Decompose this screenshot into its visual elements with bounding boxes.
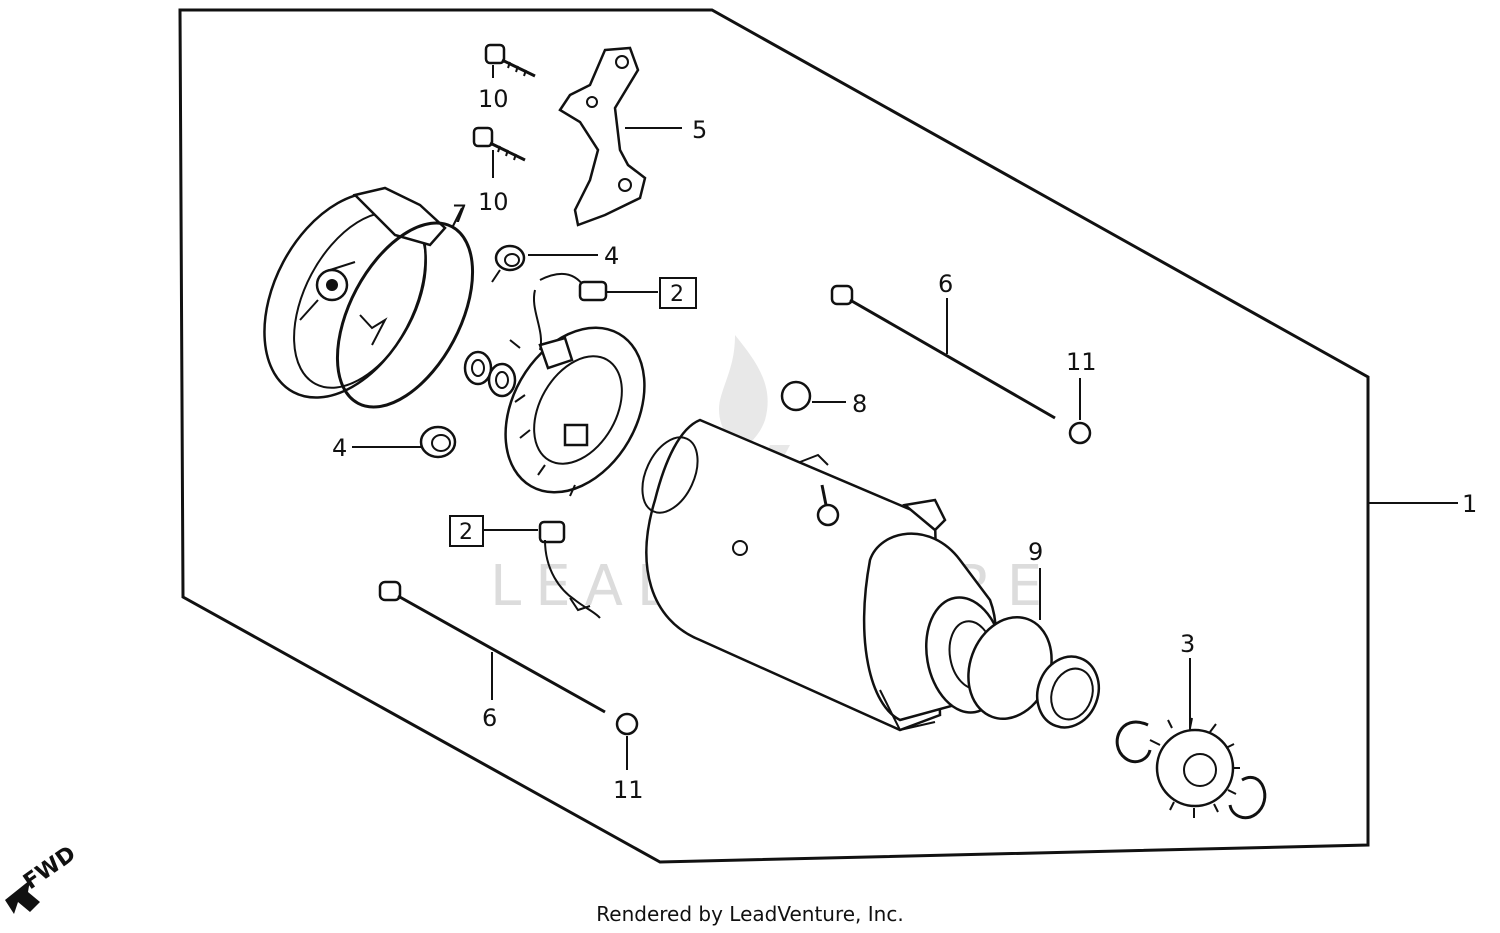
callout-5: 5	[692, 116, 707, 144]
callout-4-upper: 4	[604, 242, 619, 270]
rear-cover	[263, 186, 447, 399]
callout-2-lower: 2	[459, 520, 473, 545]
callout-6-lower: 6	[482, 704, 497, 732]
callout-4-lower: 4	[332, 434, 347, 462]
callout-10-top: 10	[478, 85, 509, 113]
screw-10-second	[472, 126, 526, 162]
screw-10-top	[484, 43, 536, 78]
fwd-label: FWD	[19, 841, 80, 894]
render-credit: Rendered by LeadVenture, Inc.	[596, 902, 904, 926]
through-bolt-6-lower	[378, 580, 606, 714]
starter-motor-body	[641, 418, 1038, 732]
bearing-4-upper	[491, 244, 526, 283]
assembly-boundary	[178, 8, 1370, 864]
callout-3: 3	[1180, 630, 1195, 658]
brush-lower	[538, 520, 601, 619]
snap-ring	[1228, 776, 1267, 820]
callout-7: 7	[452, 200, 467, 228]
pinion-gear-3	[1149, 717, 1240, 818]
spring	[1035, 655, 1101, 729]
o-ring-11-lower	[615, 712, 639, 736]
washers	[463, 350, 517, 398]
callout-6-upper: 6	[938, 270, 953, 298]
arrow-icon	[5, 880, 40, 914]
callout-8: 8	[852, 390, 867, 418]
bracket-5	[558, 46, 647, 227]
callout-2-upper: 2	[670, 282, 684, 307]
bearing-4-lower	[419, 425, 457, 459]
callout-11-lower: 11	[613, 776, 644, 804]
brush-holder	[504, 272, 646, 497]
nut-8	[780, 380, 812, 412]
callout-1: 1	[1462, 490, 1477, 518]
o-ring-11-upper	[1068, 421, 1092, 445]
through-bolt-6-upper	[830, 284, 1056, 420]
circlip	[1115, 720, 1152, 764]
callout-11-upper: 11	[1066, 348, 1097, 376]
callout-10-second: 10	[478, 188, 509, 216]
callout-9: 9	[1028, 538, 1043, 566]
